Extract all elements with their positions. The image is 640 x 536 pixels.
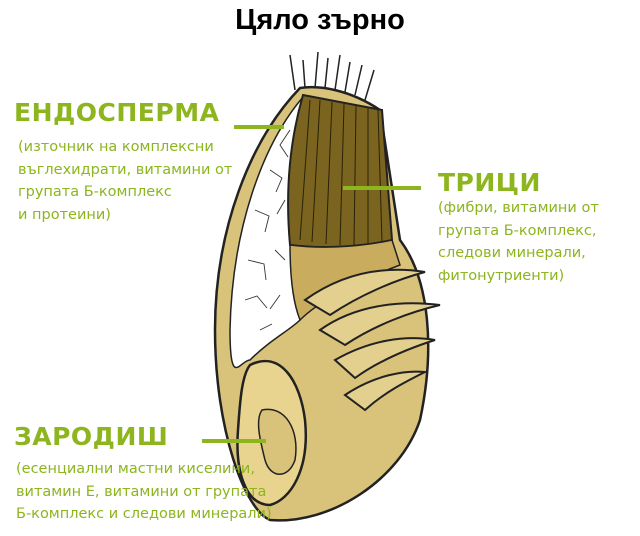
bran-description: (фибри, витамини от групата Б-комплекс, …: [438, 197, 599, 287]
endosperm-cells: [244, 129, 291, 331]
endosperm-pointer: [234, 125, 284, 129]
germ-description: (есенциални мастни киселини, витамин Е, …: [16, 458, 272, 526]
page-title: Цяло зърно: [235, 4, 405, 36]
germ-embryo: [257, 408, 297, 475]
husk-scales: [303, 268, 441, 412]
desc-line: витамин Е, витамини от групата: [16, 483, 267, 500]
desc-line: следови минерали,: [438, 245, 586, 261]
bran-pointer: [343, 186, 421, 190]
desc-line: въглехидрати, витамини от: [18, 161, 233, 178]
endosperm-heading: ЕНДОСПЕРМА: [14, 98, 220, 127]
bran-striations: [299, 99, 383, 246]
desc-line: групата Б-комплекс: [18, 184, 172, 200]
desc-line: групата Б-комплекс,: [438, 222, 597, 239]
bran-bristles: [289, 51, 375, 101]
desc-line: (фибри, витамини от: [438, 200, 599, 216]
desc-line: фитонутриенти): [438, 267, 565, 284]
desc-line: (есенциални мастни киселини,: [16, 461, 255, 477]
bran-layer: [287, 93, 394, 249]
germ-pointer: [202, 439, 266, 443]
desc-line: (източник на комплексни: [18, 139, 214, 155]
bran-heading: ТРИЦИ: [438, 168, 541, 197]
endosperm-description: (източник на комплексни въглехидрати, ви…: [18, 136, 232, 226]
desc-line: и протеини): [18, 206, 111, 223]
desc-line: Б-комплекс и следови минерали): [16, 506, 272, 522]
germ-heading: ЗАРОДИШ: [14, 422, 169, 451]
